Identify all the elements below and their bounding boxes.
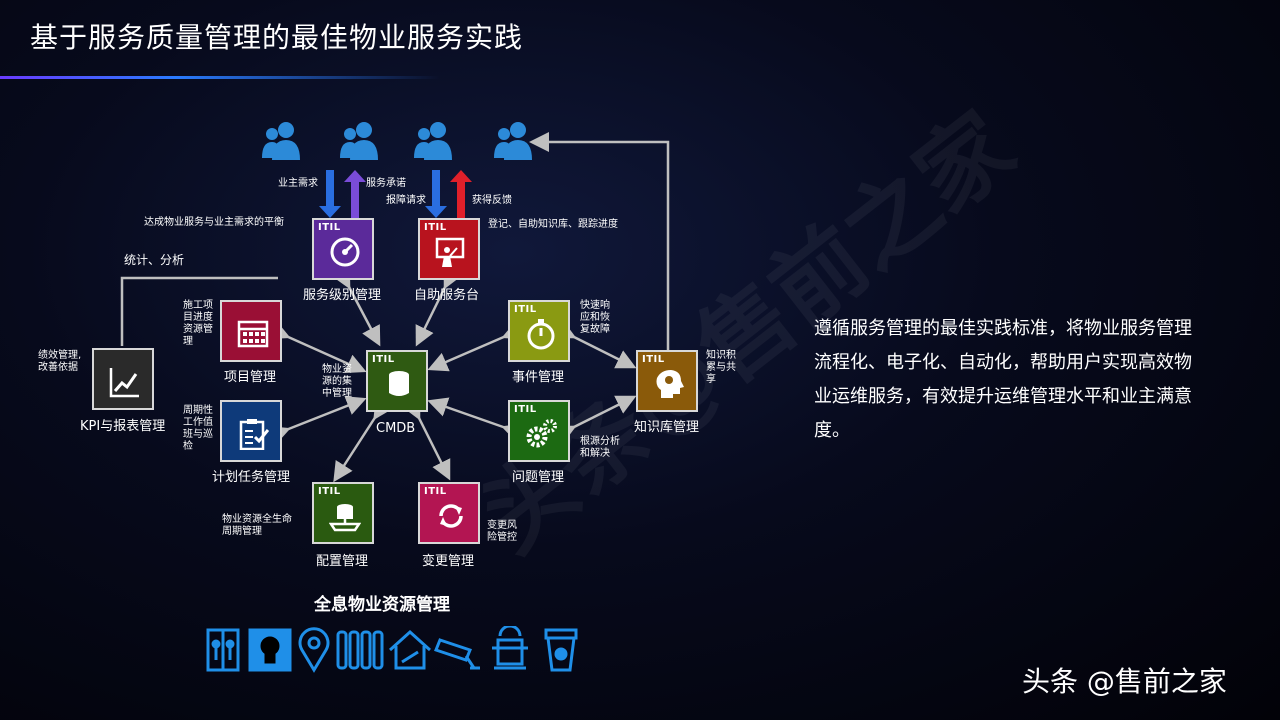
problem-node[interactable]: ITIL (508, 400, 570, 462)
radiator-icon (336, 630, 384, 670)
note-owner-req: 业主需求 (278, 178, 318, 189)
note-register: 登记、自助知识库、跟踪进度 (488, 219, 618, 230)
footer-title: 全息物业资源管理 (314, 595, 450, 615)
fire-hydrant-icon (492, 626, 528, 670)
self-service-label: 自助服务台 (414, 288, 480, 303)
config-label: 配置管理 (316, 554, 369, 569)
event-node[interactable]: ITIL (508, 300, 570, 362)
note-svc-promise: 服务承诺 (366, 178, 406, 189)
brain-head-icon (656, 370, 684, 398)
lightbulb-icon (248, 628, 292, 672)
cctv-camera-icon (434, 638, 480, 670)
cmdb-node[interactable]: ITIL (366, 350, 428, 412)
elevator-icon (206, 628, 240, 672)
page-title: 基于服务质量管理的最佳物业服务实践 (30, 21, 524, 54)
project-label: 项目管理 (224, 370, 277, 385)
config-node[interactable]: ITIL (312, 482, 374, 544)
note-lifecycle: 物业资源全生命周期管理 (222, 514, 292, 537)
project-node[interactable] (220, 300, 282, 362)
resource-icon-strip (206, 626, 578, 673)
people-icons (262, 122, 532, 160)
title-underline (0, 76, 440, 79)
sla-node[interactable]: ITIL (312, 218, 374, 280)
gears-icon (526, 419, 557, 448)
note-cmdb: 物业资源的集中管理 (322, 364, 352, 399)
house-tools-icon (388, 629, 432, 670)
knowledge-label: 知识库管理 (634, 420, 700, 435)
change-label: 变更管理 (422, 554, 475, 569)
note-fast: 快速响应和恢复故障 (580, 300, 610, 335)
presenter-board-icon (435, 237, 465, 267)
cmdb-label: CMDB (376, 421, 416, 436)
kpi-node[interactable] (92, 348, 154, 410)
database-icon (389, 371, 409, 396)
note-root: 根源分析和解决 (580, 436, 620, 459)
note-feedback: 获得反馈 (472, 195, 512, 206)
problem-label: 问题管理 (512, 470, 565, 485)
self-service-node[interactable]: ITIL (418, 218, 480, 280)
calendar-icon (237, 320, 269, 348)
knowledge-node[interactable]: ITIL (636, 350, 698, 412)
event-label: 事件管理 (512, 370, 565, 385)
clipboard-check-icon (239, 419, 269, 450)
plan-label: 计划任务管理 (212, 470, 291, 485)
location-pin-icon (298, 627, 330, 673)
trash-bin-icon (544, 628, 578, 672)
note-balance: 达成物业服务与业主需求的平衡 (144, 217, 284, 228)
note-perf: 绩效管理,改善依据 (38, 350, 82, 373)
note-fault-req: 报障请求 (386, 195, 426, 206)
kpi-label: KPI与报表管理 (80, 419, 166, 434)
note-knowledge: 知识积累与共享 (706, 350, 736, 385)
line-chart-icon (109, 368, 139, 398)
brand-watermark: 头条 @售前之家 (1022, 665, 1227, 698)
speedometer-icon (330, 237, 360, 267)
stopwatch-icon (527, 319, 555, 350)
refresh-icon (439, 504, 463, 528)
description-paragraph: 遵循服务管理的最佳实践标准，将物业服务管理流程化、电子化、自动化，帮助用户实现高… (814, 318, 1192, 441)
note-stats: 统计、分析 (124, 253, 185, 267)
plan-node[interactable] (220, 400, 282, 462)
server-config-icon (329, 504, 361, 532)
change-node[interactable]: ITIL (418, 482, 480, 544)
note-risk: 变更风险管控 (487, 520, 517, 543)
note-project: 施工项目进度资源管理 (183, 300, 213, 347)
note-cycle: 周期性工作值班与巡检 (183, 405, 213, 452)
sla-label: 服务级别管理 (303, 288, 382, 303)
